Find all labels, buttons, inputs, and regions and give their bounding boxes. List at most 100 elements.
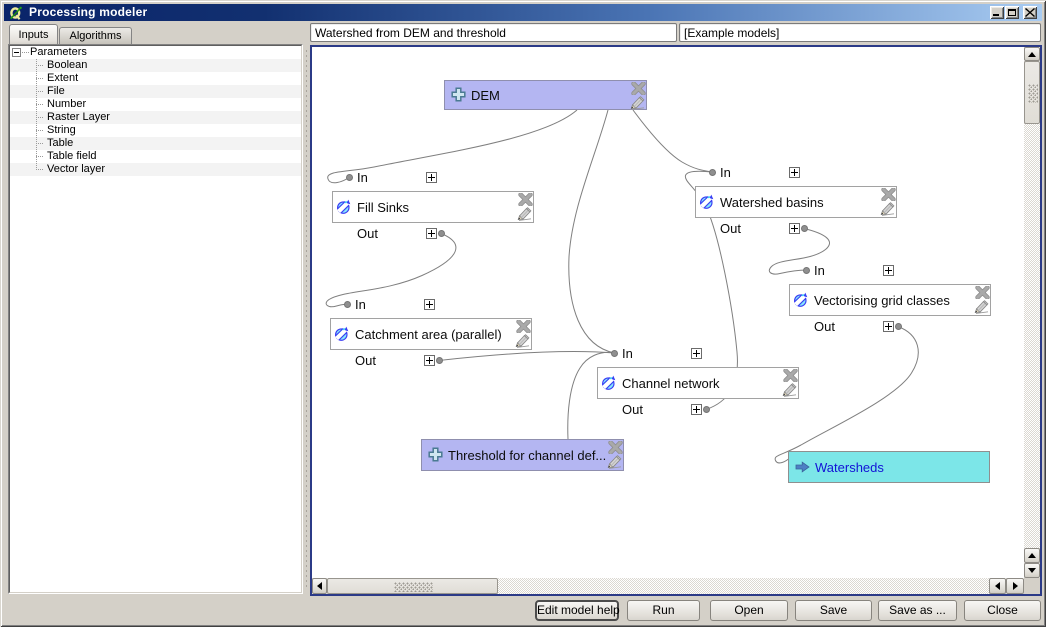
saga-icon: [334, 326, 350, 345]
tree-item-table-field[interactable]: Table field: [10, 150, 301, 163]
edit-node-icon[interactable]: [607, 455, 622, 472]
edit-node-icon-svg: [880, 202, 895, 216]
model-node-watersheds[interactable]: Watersheds: [788, 451, 990, 483]
in-port-dot[interactable]: [344, 301, 351, 308]
expand-in-ports-button[interactable]: [691, 348, 702, 359]
v-scroll-down-button[interactable]: [1024, 563, 1040, 578]
model-node-dem[interactable]: DEM: [444, 80, 647, 110]
v-scroll-thumb[interactable]: [1024, 61, 1040, 124]
out-port-label: Out: [622, 401, 643, 417]
delete-node-icon[interactable]: [975, 285, 990, 302]
minimize-icon: [993, 14, 999, 16]
edit-model-help-button[interactable]: Edit model help: [535, 600, 620, 621]
model-node-catchment-area[interactable]: Catchment area (parallel): [330, 318, 532, 350]
out-port-dot[interactable]: [894, 323, 902, 330]
delete-node-icon[interactable]: [516, 319, 531, 336]
tree-item-file[interactable]: File: [10, 85, 301, 98]
minimize-button[interactable]: [990, 6, 1004, 19]
delete-node-icon[interactable]: [631, 81, 646, 98]
open-button[interactable]: Open: [710, 600, 788, 621]
in-port-dot[interactable]: [709, 169, 716, 176]
delete-node-icon[interactable]: [783, 368, 798, 385]
expand-out-ports-button[interactable]: [424, 355, 435, 366]
titlebar[interactable]: Processing modeler: [4, 4, 1042, 21]
tree-item-parameters[interactable]: Parameters: [10, 46, 301, 59]
h-scroll-thumb[interactable]: [327, 578, 498, 594]
out-port-dot[interactable]: [702, 406, 710, 413]
expand-out-ports-button[interactable]: [789, 223, 800, 234]
v-scroll-up-button-2[interactable]: [1024, 548, 1040, 563]
edit-node-icon[interactable]: [630, 96, 645, 113]
out-port-dot[interactable]: [437, 230, 445, 237]
edit-node-icon[interactable]: [517, 207, 532, 224]
output-arrow-icon-svg: [795, 461, 810, 473]
edit-node-icon[interactable]: [974, 300, 989, 317]
run-button[interactable]: Run: [627, 600, 700, 621]
canvas-vertical-scrollbar[interactable]: [1024, 47, 1040, 578]
delete-node-icon[interactable]: [881, 187, 896, 204]
tree-item-extent[interactable]: Extent: [10, 72, 301, 85]
tree-item-label: Vector layer: [47, 163, 106, 175]
close-button[interactable]: Close: [964, 600, 1041, 621]
node-label: DEM: [471, 87, 500, 103]
tree-item-boolean[interactable]: Boolean: [10, 59, 301, 72]
in-port-dot[interactable]: [346, 174, 353, 181]
h-scroll-right-button[interactable]: [1006, 578, 1024, 594]
edge-catchment-area-to-channel-network: [438, 351, 615, 361]
in-port-dot[interactable]: [803, 267, 810, 274]
model-group-input[interactable]: [679, 23, 1041, 42]
edit-node-icon[interactable]: [880, 202, 895, 219]
model-node-watershed-basins[interactable]: Watershed basins: [695, 186, 897, 218]
h-scroll-left-button[interactable]: [312, 578, 327, 594]
maximize-button[interactable]: [1005, 6, 1019, 19]
model-node-fill-sinks[interactable]: Fill Sinks: [332, 191, 534, 223]
tree-item-table[interactable]: Table: [10, 137, 301, 150]
in-port-dot[interactable]: [611, 350, 618, 357]
tab-algorithms[interactable]: Algorithms: [59, 27, 132, 44]
tree-line: [22, 52, 29, 53]
expand-out-ports-button[interactable]: [883, 321, 894, 332]
tree-item-label: Boolean: [47, 59, 88, 71]
delete-node-icon-svg: [631, 81, 646, 96]
tree-item-string[interactable]: String: [10, 124, 301, 137]
input-plus-icon-svg: [451, 87, 466, 102]
edit-node-icon[interactable]: [515, 334, 530, 351]
expand-out-ports-button[interactable]: [426, 228, 437, 239]
out-port-dot[interactable]: [800, 225, 808, 232]
h-scroll-left-button-2[interactable]: [989, 578, 1006, 594]
out-port-dot[interactable]: [435, 357, 443, 364]
arrow-up-icon: [1028, 51, 1036, 57]
v-scroll-up-button[interactable]: [1024, 47, 1040, 61]
node-box: [444, 80, 647, 110]
node-label: Channel network: [622, 375, 720, 391]
model-node-threshold[interactable]: Threshold for channel def...: [421, 439, 624, 471]
tree-expander-minus[interactable]: [12, 48, 21, 57]
tree-item-number[interactable]: Number: [10, 98, 301, 111]
expand-in-ports-button[interactable]: [424, 299, 435, 310]
tab-inputs[interactable]: Inputs: [9, 24, 58, 44]
save-button[interactable]: Save: [795, 600, 872, 621]
expand-in-ports-button[interactable]: [789, 167, 800, 178]
model-node-vectorising[interactable]: Vectorising grid classes: [789, 284, 991, 316]
edit-node-icon[interactable]: [782, 383, 797, 400]
scrollbar-corner: [1024, 578, 1040, 594]
delete-node-icon[interactable]: [608, 440, 623, 457]
expand-in-ports-button[interactable]: [426, 172, 437, 183]
model-name-input[interactable]: [310, 23, 677, 42]
save-as-button[interactable]: Save as ...: [878, 600, 957, 621]
close-button[interactable]: [1023, 6, 1037, 19]
delete-node-icon[interactable]: [518, 192, 533, 209]
tree-item-raster-layer[interactable]: Raster Layer: [10, 111, 301, 124]
input-plus-icon: [428, 447, 443, 465]
in-port-label: In: [357, 169, 368, 185]
expand-in-ports-button[interactable]: [883, 265, 894, 276]
model-node-channel-network[interactable]: Channel network: [597, 367, 799, 399]
expand-out-ports-button[interactable]: [691, 404, 702, 415]
tree-line: [36, 117, 44, 118]
saga-icon: [336, 199, 352, 218]
tree-item-vector-layer[interactable]: Vector layer: [10, 163, 301, 176]
panel-splitter[interactable]: [306, 50, 307, 590]
